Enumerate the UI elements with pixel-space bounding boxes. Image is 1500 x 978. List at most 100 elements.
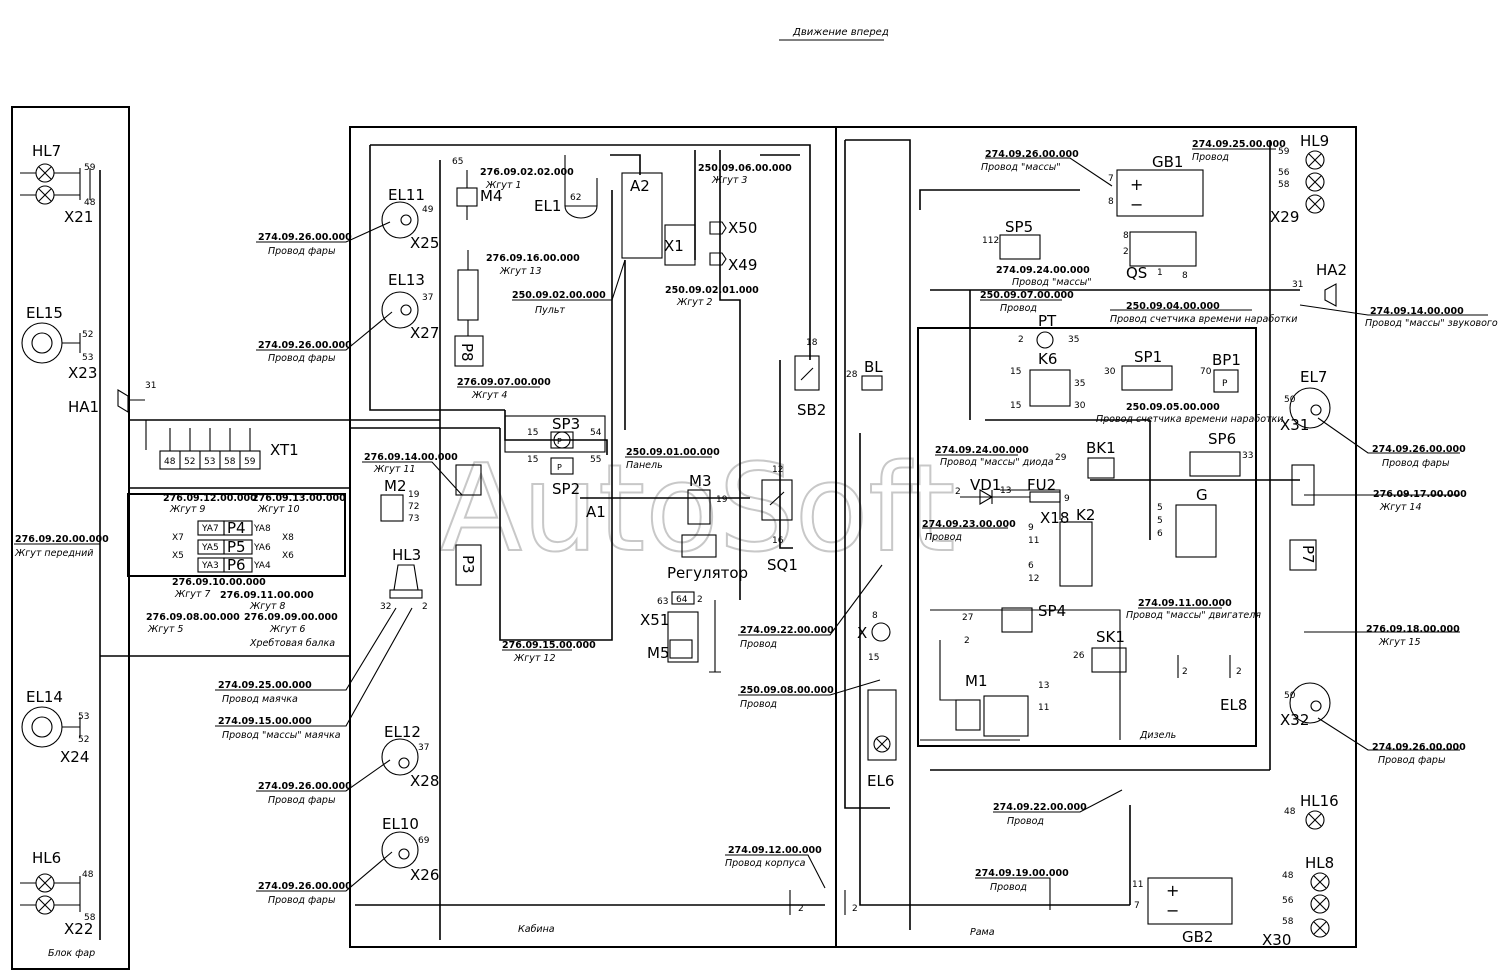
svg-text:Провод: Провод (1007, 816, 1044, 827)
svg-text:X5: X5 (172, 551, 184, 561)
svg-text:GB2: GB2 (1182, 928, 1213, 946)
svg-text:X32: X32 (1280, 711, 1309, 729)
lamp-EL1: 62 EL1 (534, 155, 598, 219)
svg-text:Провод: Провод (1192, 152, 1229, 163)
switch-SP5: SP5 112 (982, 218, 1041, 260)
svg-text:FU2: FU2 (1027, 476, 1056, 494)
svg-text:52: 52 (78, 735, 89, 745)
svg-text:250.09.04.00.000: 250.09.04.00.000 (1126, 301, 1220, 312)
HL6-label: HL6 (32, 849, 61, 867)
svg-text:35: 35 (1074, 379, 1085, 389)
svg-text:Провод "массы": Провод "массы" (981, 162, 1061, 173)
A1-label: A1 (586, 503, 606, 521)
svg-text:54: 54 (590, 428, 602, 438)
relay-P5: P5 (227, 538, 246, 556)
svg-text:276.09.10.00.000: 276.09.10.00.000 (172, 577, 266, 588)
sensor-BP1: P BP1 70 (1200, 351, 1241, 393)
svg-text:Жгут 8: Жгут 8 (249, 601, 285, 612)
svg-text:Провод: Провод (1000, 303, 1037, 314)
svg-text:Жгут 6: Жгут 6 (269, 624, 305, 635)
svg-text:SP1: SP1 (1134, 348, 1162, 366)
svg-text:Жгут передний: Жгут передний (14, 548, 93, 559)
svg-text:EL7: EL7 (1300, 368, 1327, 386)
svg-text:8: 8 (1123, 231, 1129, 241)
svg-text:65: 65 (452, 157, 463, 167)
horn-HA1: 31 HA1 (68, 381, 156, 416)
EL8-label: EL8 (1220, 696, 1247, 714)
svg-text:P7: P7 (1299, 545, 1317, 564)
diesel-frame (917, 327, 1257, 747)
svg-text:6: 6 (1157, 529, 1163, 539)
svg-text:276.09.09.00.000: 276.09.09.00.000 (244, 612, 338, 623)
svg-text:15: 15 (868, 653, 879, 663)
zone-frame: Рама (970, 927, 995, 938)
svg-text:18: 18 (806, 338, 818, 348)
svg-text:YA4: YA4 (253, 561, 271, 571)
svg-text:19: 19 (716, 495, 728, 505)
svg-text:11: 11 (1132, 880, 1143, 890)
terminal-block-XT1: 48 52 53 58 59 XT1 (145, 420, 299, 470)
svg-text:X: X (857, 624, 867, 642)
svg-text:52: 52 (184, 457, 195, 467)
lamp-EL13: EL13 37 X27 (381, 271, 439, 342)
svg-text:2: 2 (1182, 667, 1188, 677)
svg-text:M3: M3 (689, 472, 712, 490)
svg-text:274.09.26.00.000: 274.09.26.00.000 (985, 149, 1079, 160)
svg-text:SP3: SP3 (552, 415, 580, 433)
svg-text:48: 48 (164, 457, 176, 467)
svg-text:Жгут 11: Жгут 11 (373, 464, 416, 475)
svg-text:X51: X51 (640, 611, 669, 629)
svg-text:250.09.06.00.000: 250.09.06.00.000 (698, 163, 792, 174)
lamp-HL16: HL16 48 (1284, 792, 1339, 830)
svg-text:M1: M1 (965, 672, 988, 690)
svg-text:Панель: Панель (626, 460, 663, 471)
svg-text:28: 28 (846, 370, 858, 380)
EL15-label: EL15 (26, 304, 63, 322)
svg-text:37: 37 (422, 293, 433, 303)
switch-SP6: SP6 33 (1189, 430, 1253, 477)
svg-text:X6: X6 (282, 551, 294, 561)
svg-text:Провод: Провод (740, 639, 777, 650)
svg-text:Провод "массы" звукового сигна: Провод "массы" звукового сигнала (1365, 318, 1500, 329)
svg-text:59: 59 (244, 457, 256, 467)
svg-text:1: 1 (1157, 268, 1163, 278)
svg-text:112: 112 (982, 236, 999, 246)
switch-SK1: SK1 26 (1073, 628, 1127, 673)
fuse-FU2: FU2 9 (1027, 476, 1070, 504)
svg-text:56: 56 (1282, 896, 1294, 906)
sensor-BK1: BK1 29 (1055, 439, 1116, 479)
svg-text:7: 7 (1134, 901, 1140, 911)
svg-text:52: 52 (82, 330, 93, 340)
svg-text:YA7: YA7 (201, 524, 219, 534)
svg-text:6: 6 (1028, 561, 1034, 571)
X22-label: X22 (64, 920, 93, 938)
svg-text:49: 49 (422, 205, 434, 215)
svg-text:BL: BL (864, 358, 883, 376)
svg-text:8: 8 (1108, 197, 1114, 207)
svg-text:X8: X8 (282, 533, 294, 543)
svg-text:Жгут 13: Жгут 13 (499, 266, 542, 277)
svg-text:70: 70 (1200, 367, 1212, 377)
svg-text:276.09.15.00.000: 276.09.15.00.000 (502, 640, 596, 651)
svg-text:2: 2 (1018, 335, 1024, 345)
svg-text:Провод счетчика времени нарабо: Провод счетчика времени наработки (1096, 414, 1283, 425)
svg-text:11: 11 (1038, 703, 1049, 713)
svg-text:Жгут 14: Жгут 14 (1379, 502, 1422, 513)
svg-text:11: 11 (1028, 536, 1039, 546)
svg-text:9: 9 (1064, 494, 1070, 504)
svg-text:Провод "массы" маячка: Провод "массы" маячка (222, 730, 341, 741)
svg-text:59: 59 (1278, 147, 1290, 157)
svg-text:M5: M5 (647, 644, 670, 662)
relay-P3: P3 (455, 464, 482, 586)
svg-text:YA5: YA5 (201, 543, 219, 553)
svg-text:27: 27 (962, 613, 973, 623)
lamp-EL7: EL7 50 X31 (1280, 368, 1331, 434)
svg-text:29: 29 (1055, 453, 1067, 463)
